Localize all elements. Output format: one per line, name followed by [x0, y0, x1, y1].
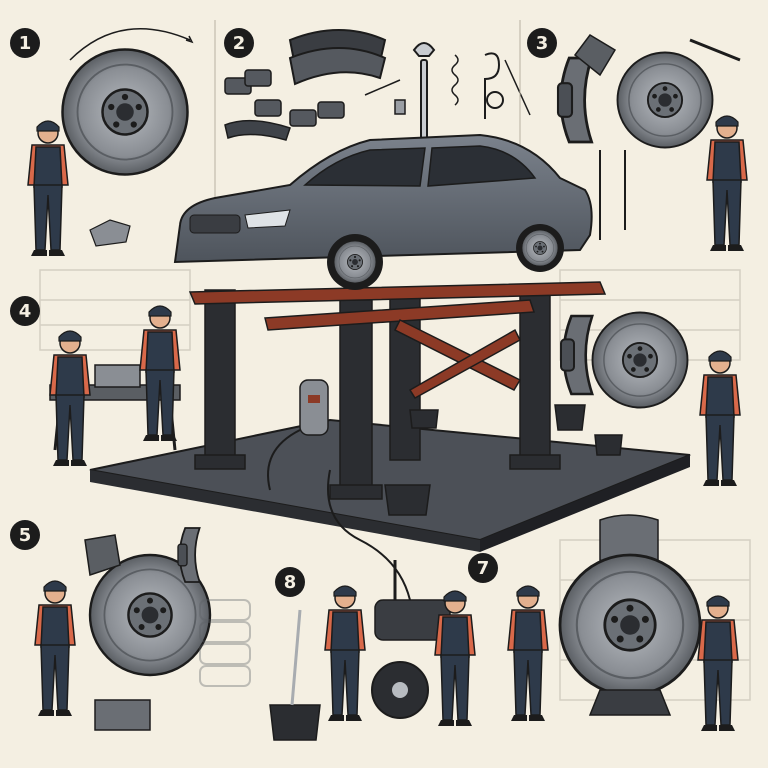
panel-step-3 — [556, 34, 748, 252]
step-badge-8: 8 — [275, 567, 305, 597]
panel-step-2 — [224, 20, 531, 250]
bolt-icon — [364, 59, 531, 116]
step-badge-2: 2 — [224, 28, 254, 58]
bucket-icon — [384, 404, 623, 516]
spring-icon — [451, 54, 459, 106]
panel-step-7 — [507, 514, 739, 732]
car-on-lift — [173, 133, 593, 290]
wrench-icon — [412, 42, 504, 141]
panel-step-6 — [299, 311, 741, 516]
step-badge-3: 3 — [527, 28, 557, 58]
brake-pad-icon — [224, 29, 387, 127]
panel-step-5 — [34, 527, 251, 731]
panel-step-8 — [269, 560, 476, 741]
panel-step-4 — [49, 305, 181, 467]
step-badge-1: 1 — [10, 28, 40, 58]
tire-icon — [199, 599, 251, 687]
caliper-icon — [556, 56, 593, 144]
step-badge-5: 5 — [10, 520, 40, 550]
step-badge-7: 7 — [468, 553, 498, 583]
step-badge-4: 4 — [10, 296, 40, 326]
lift-arms — [188, 281, 607, 400]
brake-disc-icon — [61, 48, 189, 176]
